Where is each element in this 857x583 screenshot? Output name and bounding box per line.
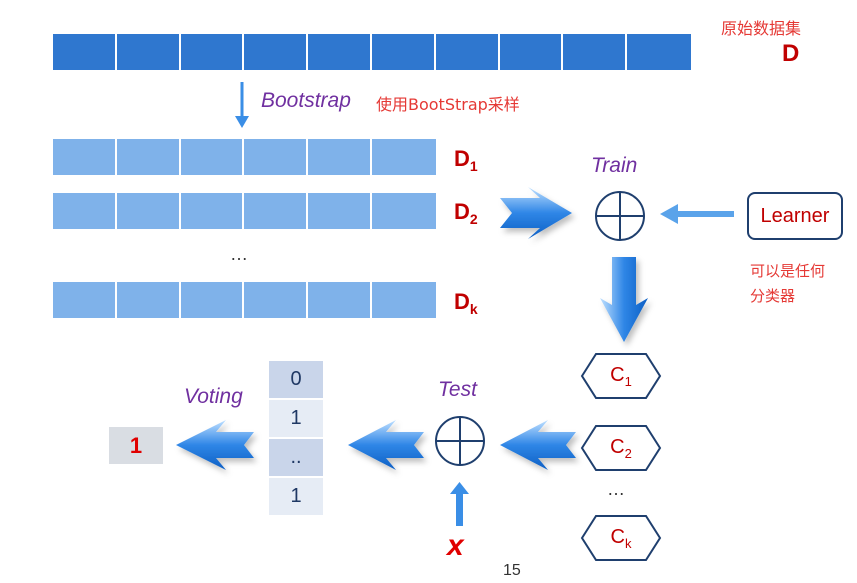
train-label: Train [591,154,638,177]
subset-ellipsis: … [230,244,248,264]
dataset-label-cn: 原始数据集 [721,19,802,38]
learner-box: Learner [747,192,843,240]
classifier-hexagon-1 [580,353,662,399]
train-combiner-icon [595,191,645,241]
vote-cell: 1 [269,478,323,515]
bootstrap-arrow [235,82,249,128]
classifier-ellipsis: … [607,479,625,499]
classifier-hexagon-2 [580,425,662,471]
voting-result: 1 [109,427,163,464]
classifier-hexagon-k [580,515,662,561]
learner-note-line2: 分类器 [750,287,796,305]
page-number: 15 [503,562,521,579]
voting-arrow [176,420,254,470]
votes-column: 0 1 .. 1 [269,361,323,517]
subset-label-2: D2 [454,199,478,227]
learner-note-line1: 可以是任何 [750,262,826,280]
subset-strip-2 [53,193,436,229]
subset-label-k: Dk [454,289,478,317]
classifier-label-2: C2 [610,436,632,461]
vote-cell: 1 [269,400,323,437]
classifier-label-k: Ck [610,526,632,551]
classifier-arrow [600,257,648,342]
dataset-label: D [782,40,800,67]
classifier-hexagons [580,353,662,561]
bootstrap-note-cn: 使用BootStrap采样 [376,95,520,114]
vote-cell: .. [269,439,323,476]
subset-strip-k [53,282,436,318]
subset-label-1: D1 [454,146,478,174]
bootstrap-label: Bootstrap [261,89,351,112]
test-label: Test [438,378,477,401]
learner-arrow [660,204,734,224]
votes-arrow [348,420,424,470]
test-input-x: x [447,529,464,562]
vote-cell: 0 [269,361,323,398]
input-arrow [450,482,469,526]
test-arrow [500,420,576,470]
dataset-strip [53,34,691,70]
subset-strip-1 [53,139,436,175]
test-combiner-icon [435,416,485,466]
voting-label: Voting [184,385,243,408]
train-arrow [500,187,572,239]
classifier-label-1: C1 [610,364,632,389]
